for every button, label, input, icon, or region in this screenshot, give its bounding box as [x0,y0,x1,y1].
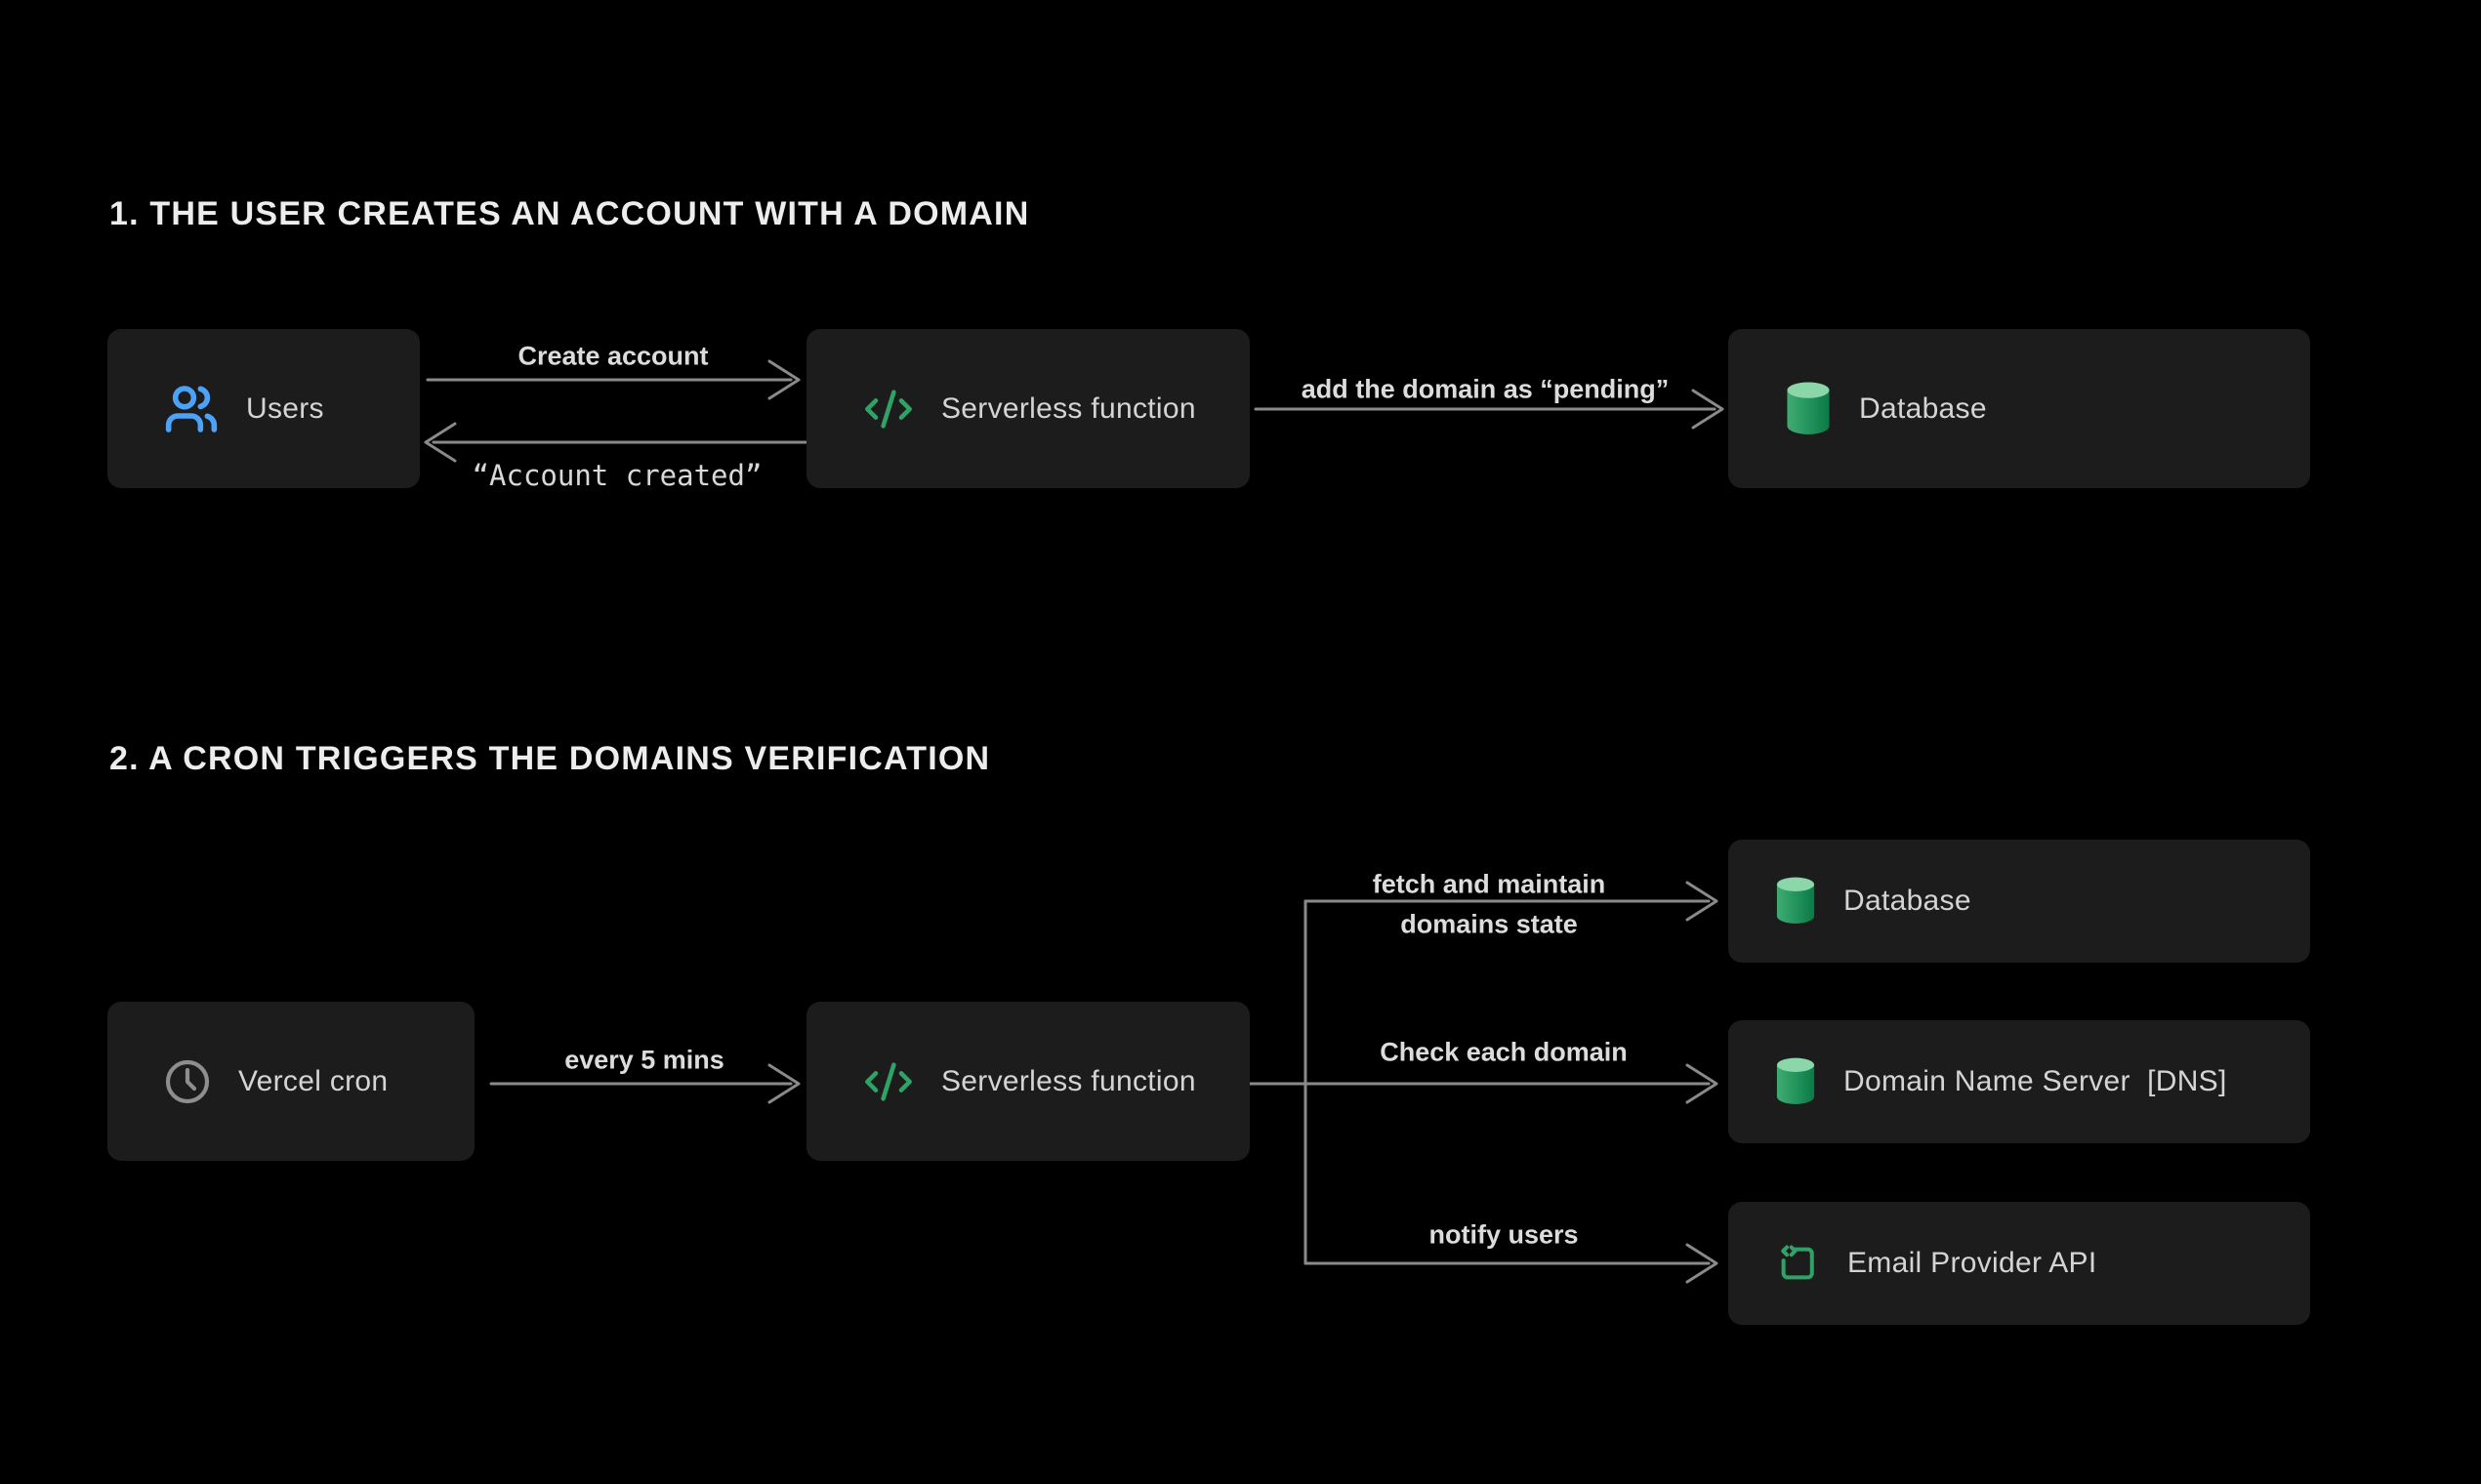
edge-label-account-created: “Account created” [472,459,763,492]
node-domain-name-server: Domain Name Server [DNS] [1728,1020,2310,1143]
clock-icon [164,1058,211,1105]
edge-every-5-mins-arrowhead [767,1063,801,1104]
node-email-provider-api: Email Provider API [1728,1202,2310,1325]
edge-label-add-domain-pending: add the domain as “pending” [1301,374,1670,404]
edge-account-created-arrowhead [424,422,457,463]
node-database-2-label: Database [1843,885,1971,917]
node-vercel-cron: Vercel cron [107,1002,475,1161]
node-email-provider-api-label: Email Provider API [1847,1247,2097,1279]
code-icon [863,1056,914,1107]
edge-label-every-5-mins: every 5 mins [564,1045,724,1075]
users-icon [164,382,219,436]
edge-label-check-each-domain: Check each domain [1380,1037,1628,1067]
node-domain-name-server-label: Domain Name Server [DNS] [1843,1065,2227,1097]
edge-create-account-arrowhead [767,359,801,400]
edge-label-notify-users: notify users [1428,1219,1579,1250]
section-2-title: 2. A CRON TRIGGERS THE DOMAINS VERIFICAT… [109,740,991,777]
edge-fetch-maintain-arrowhead [1685,881,1718,922]
database-icon [1785,382,1832,436]
section-1-title: 1. THE USER CREATES AN ACCOUNT WITH A DO… [109,195,1030,232]
edge-add-domain-arrowhead [1691,389,1724,430]
node-users-label: Users [246,392,324,425]
node-serverless-function-1-label: Serverless function [941,392,1196,425]
edge-check-domain-arrowhead [1685,1063,1718,1104]
node-serverless-function-2-label: Serverless function [941,1064,1196,1097]
node-database-1-label: Database [1859,392,1987,425]
node-database-1: Database [1728,329,2310,488]
node-serverless-function-2: Serverless function [806,1002,1250,1161]
database-icon [1775,1057,1816,1106]
node-users: Users [107,329,420,488]
edge-label-create-account: Create account [517,341,709,371]
edge-label-fetch-and-maintain: fetch and maintain [1372,869,1606,899]
code-icon [863,384,914,434]
node-database-2: Database [1728,840,2310,963]
edge-label-domains-state: domains state [1400,909,1578,939]
email-template-icon [1775,1241,1820,1286]
edge-notify-users-arrowhead [1685,1243,1718,1284]
database-icon [1775,877,1816,926]
node-serverless-function-1: Serverless function [806,329,1250,488]
node-vercel-cron-label: Vercel cron [238,1064,389,1097]
